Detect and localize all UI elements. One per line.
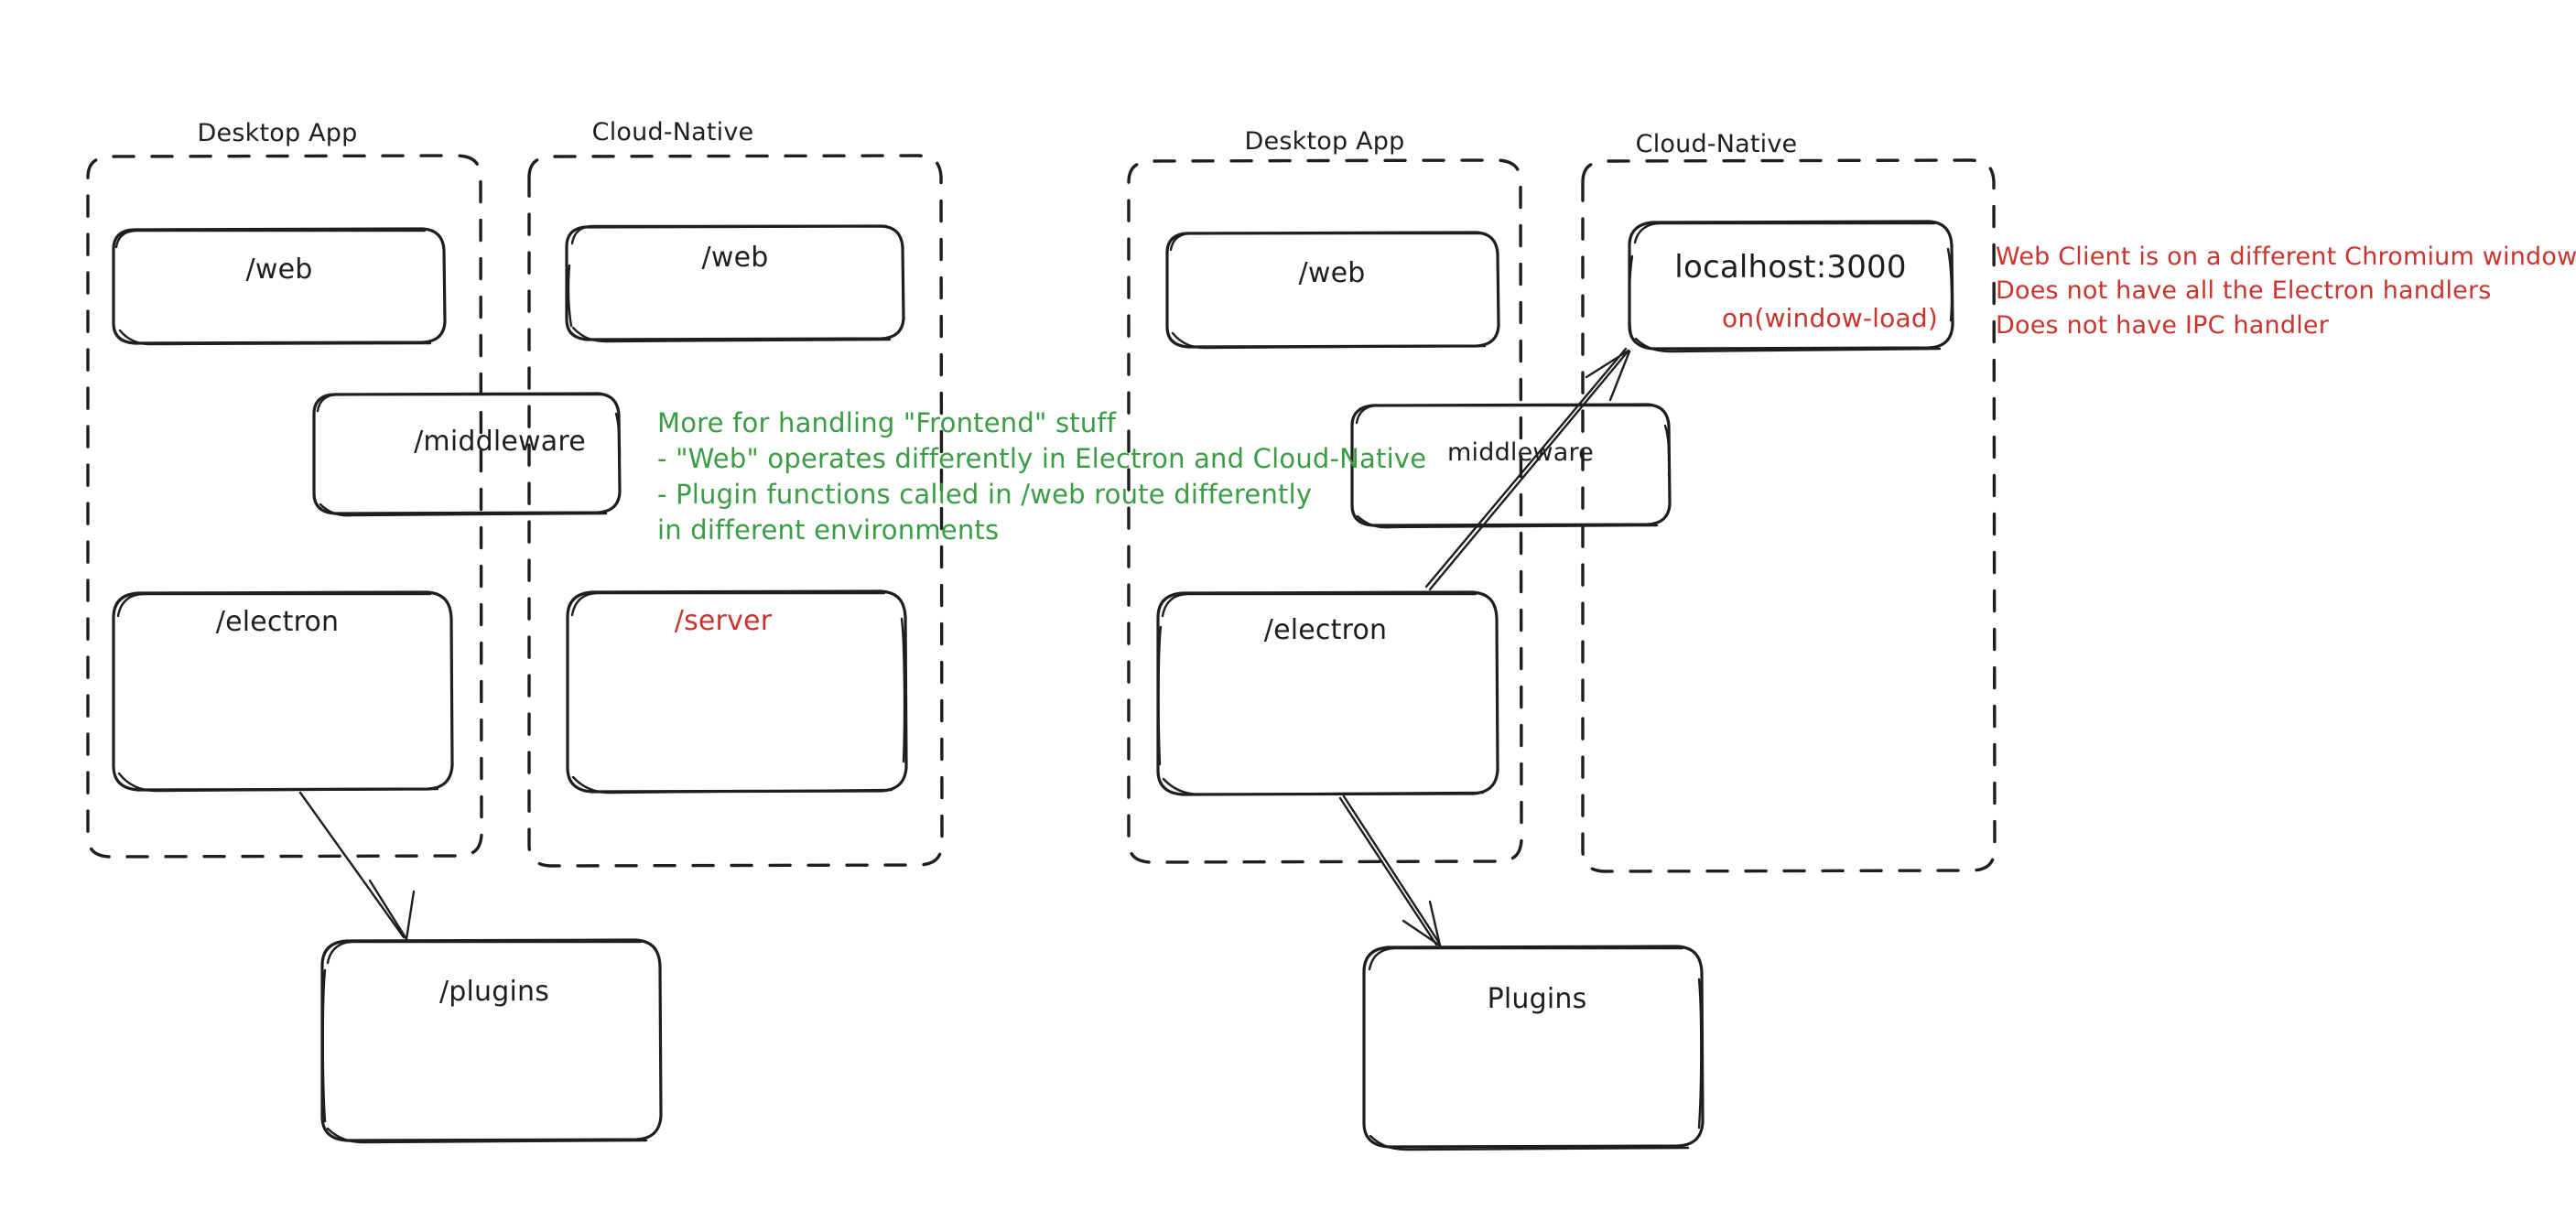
node-label-web-left-cloud: /web: [701, 242, 769, 274]
node-label-web-right-desktop: /web: [1298, 257, 1366, 289]
arrow-electron-to-localhost: [1424, 347, 1631, 591]
node-label-electron-left: /electron: [215, 606, 340, 638]
node-plugins-right: [1362, 945, 1705, 1151]
group-container-cloud-native-right: [1581, 158, 1997, 873]
group-container-desktop-app-right: [1127, 158, 1523, 864]
group-title-desktop-app-right: Desktop App: [1244, 127, 1405, 156]
node-label-localhost-right-cloud: localhost:3000: [1674, 249, 1907, 286]
node-web-left-cloud: [565, 224, 905, 343]
node-localhost-right-cloud: [1628, 220, 1954, 353]
node-label-electron-right: /electron: [1263, 614, 1388, 646]
node-middleware-left: [312, 392, 622, 517]
annotation-red-note: Web Client is on a different Chromium wi…: [1996, 243, 2576, 340]
node-label-plugins-right: Plugins: [1487, 983, 1587, 1015]
node-electron-left: [112, 590, 454, 793]
node-web-right-desktop: [1165, 231, 1500, 350]
group-title-cloud-native-right: Cloud-Native: [1635, 130, 1798, 158]
node-label-plugins-left: /plugins: [438, 976, 550, 1008]
arrow-electron-to-plugins-right: [1338, 794, 1442, 947]
node-middleware-right: [1350, 403, 1672, 529]
group-container-cloud-native-left: [527, 154, 944, 868]
node-electron-right: [1156, 590, 1499, 796]
annotation-green-note: More for handling "Frontend" stuff - "We…: [657, 407, 1427, 546]
group-title-desktop-app-left: Desktop App: [197, 119, 358, 147]
node-plugins-left: [320, 938, 663, 1144]
node-server-left-cloud: [566, 589, 908, 794]
group-title-cloud-native-left: Cloud-Native: [591, 118, 754, 146]
node-label-middleware-right: middleware: [1447, 438, 1594, 467]
node-label-on-window-load: on(window-load): [1722, 303, 1938, 333]
group-container-desktop-app-left: [86, 154, 483, 859]
node-label-middleware-left: /middleware: [414, 426, 586, 458]
arrow-electron-to-plugins-left: [298, 791, 416, 941]
node-label-server-left-cloud: /server: [674, 605, 773, 637]
node-label-web-left-desktop: /web: [245, 254, 313, 286]
node-web-left-desktop: [112, 227, 447, 346]
